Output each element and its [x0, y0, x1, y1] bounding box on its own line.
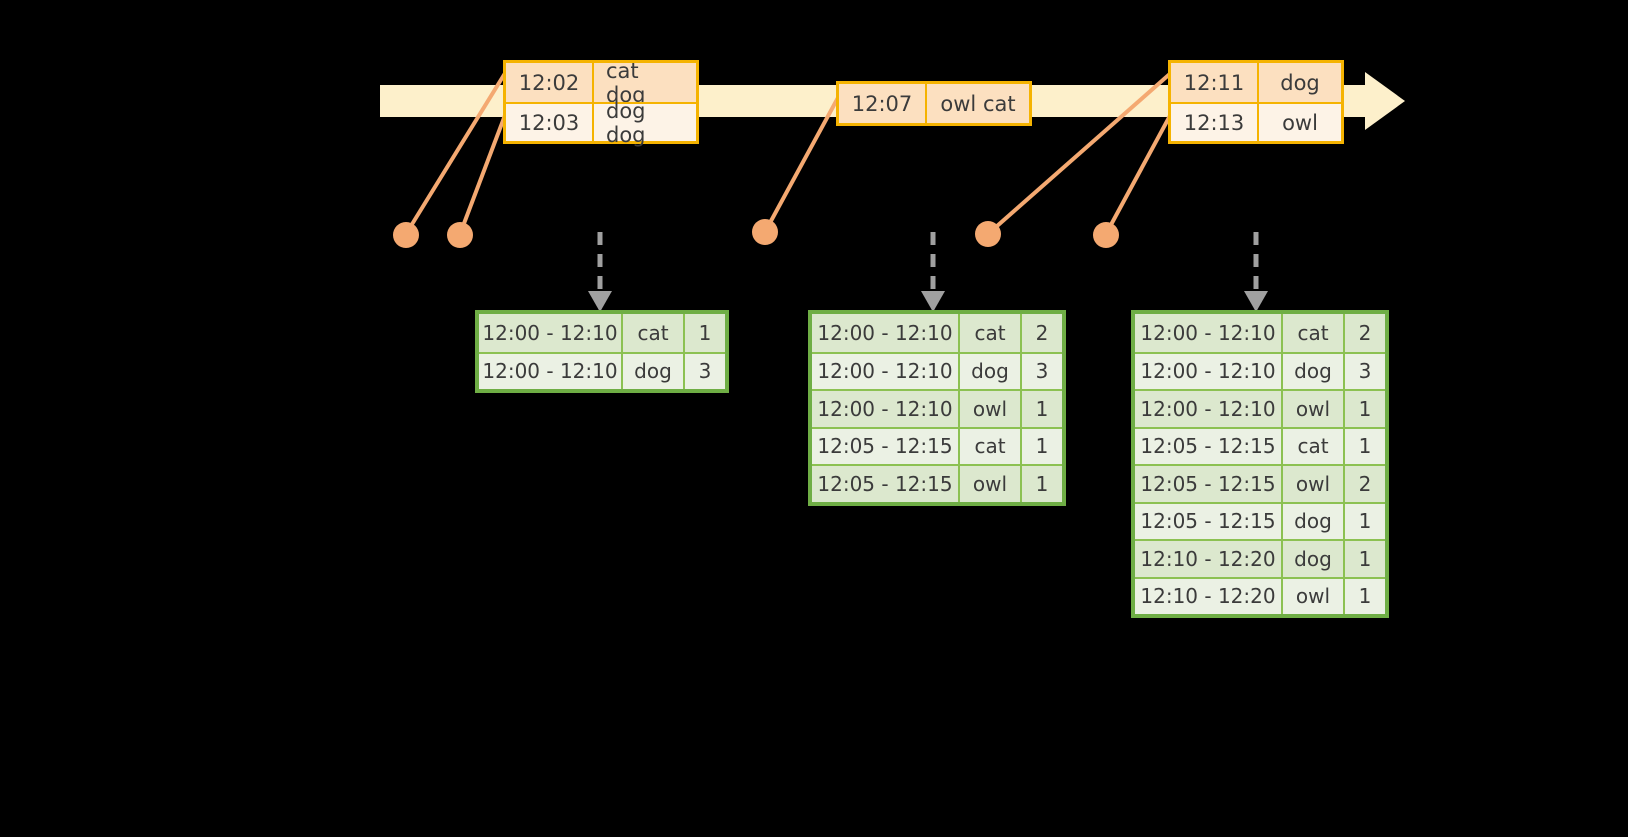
cell-key: dog: [1283, 541, 1345, 577]
cell-key: owl: [1283, 391, 1345, 427]
dashed-arrowhead-2: [921, 291, 945, 312]
result-table-3[interactable]: 12:00 - 12:10 cat 2 12:00 - 12:10 dog 3 …: [1131, 310, 1389, 618]
connector-dot-4: [975, 221, 1001, 247]
table-row[interactable]: 12:05 - 12:15 cat 1: [1135, 426, 1385, 464]
table-row[interactable]: 12:00 - 12:10 owl 1: [812, 389, 1062, 427]
cell-window: 12:10 - 12:20: [1135, 578, 1283, 614]
table-row[interactable]: 12:00 - 12:10 dog 3: [812, 351, 1062, 389]
cell-count: 3: [1358, 359, 1372, 384]
cell-count: 3: [1035, 359, 1049, 384]
timeline-arrowhead: [1365, 72, 1405, 130]
cell-count: 2: [1358, 320, 1372, 345]
cell-count: 1: [1358, 396, 1372, 421]
table-row[interactable]: 12:00 - 12:10 cat 2: [1135, 314, 1385, 352]
result-table-2[interactable]: 12:00 - 12:10 cat 2 12:00 - 12:10 dog 3 …: [808, 310, 1066, 506]
table-row[interactable]: 12:10 - 12:20 owl 1: [1135, 576, 1385, 614]
table-row[interactable]: 12:05 - 12:15 dog 1: [1135, 501, 1385, 539]
cell-key: dog: [1283, 353, 1345, 389]
dashed-arrows: [597, 232, 1259, 292]
connector-line-1: [404, 68, 509, 236]
cell-key: cat: [623, 314, 685, 352]
table-row[interactable]: 12:00 - 12:10 cat 2: [812, 314, 1062, 352]
table-row[interactable]: 12:00 - 12:10 dog 3: [479, 351, 725, 389]
connector-line-5: [1104, 111, 1174, 235]
event-box-2[interactable]: 12:07 owl cat: [836, 81, 1032, 126]
event-time: 12:07: [839, 84, 927, 123]
cell-key: cat: [1283, 314, 1345, 352]
cell-key: owl: [1283, 466, 1345, 502]
cell-window: 12:00 - 12:10: [812, 353, 960, 389]
cell-window: 12:00 - 12:10: [812, 314, 960, 352]
cell-count: 1: [698, 320, 712, 345]
event-time: 12:03: [506, 104, 594, 141]
cell-window: 12:05 - 12:15: [812, 466, 960, 502]
cell-window: 12:10 - 12:20: [1135, 541, 1283, 577]
table-row[interactable]: 12:05 - 12:15 owl 2: [1135, 464, 1385, 502]
cell-window: 12:05 - 12:15: [812, 428, 960, 464]
event-payload: owl cat: [940, 91, 1016, 116]
cell-count: 1: [1035, 471, 1049, 496]
event-row[interactable]: 12:03 dog dog: [506, 98, 696, 147]
event-payload: dog dog: [606, 98, 646, 147]
cell-count: 1: [1035, 434, 1049, 459]
event-row[interactable]: 12:07 owl cat: [839, 84, 1029, 123]
cell-count: 1: [1358, 584, 1372, 609]
cell-key: owl: [1283, 578, 1345, 614]
connector-dot-1: [393, 222, 419, 248]
connector-dots: [393, 219, 1119, 248]
connector-line-2: [458, 109, 509, 235]
cell-count: 2: [1358, 471, 1372, 496]
result-table-1[interactable]: 12:00 - 12:10 cat 1 12:00 - 12:10 dog 3: [475, 310, 729, 393]
cell-window: 12:05 - 12:15: [1135, 503, 1283, 539]
table-row[interactable]: 12:05 - 12:15 owl 1: [812, 464, 1062, 502]
cell-key: dog: [960, 353, 1022, 389]
cell-window: 12:00 - 12:10: [479, 314, 623, 352]
cell-window: 12:00 - 12:10: [1135, 391, 1283, 427]
cell-key: cat: [960, 428, 1022, 464]
event-row[interactable]: 12:13 owl: [1171, 102, 1341, 141]
cell-count: 1: [1358, 509, 1372, 534]
event-row[interactable]: 12:11 dog: [1171, 63, 1341, 102]
cell-window: 12:05 - 12:15: [1135, 466, 1283, 502]
cell-window: 12:05 - 12:15: [1135, 428, 1283, 464]
cell-key: owl: [960, 391, 1022, 427]
table-row[interactable]: 12:05 - 12:15 cat 1: [812, 426, 1062, 464]
dashed-arrowhead-3: [1244, 291, 1268, 312]
table-row[interactable]: 12:00 - 12:10 cat 1: [479, 314, 725, 352]
dashed-arrowhead-1: [588, 291, 612, 312]
table-row[interactable]: 12:00 - 12:10 dog 3: [1135, 351, 1385, 389]
connector-line-3: [763, 93, 842, 233]
cell-key: cat: [960, 314, 1022, 352]
cell-count: 3: [698, 359, 712, 384]
connector-dot-5: [1093, 222, 1119, 248]
cell-key: dog: [1283, 503, 1345, 539]
table-row[interactable]: 12:10 - 12:20 dog 1: [1135, 539, 1385, 577]
table-row[interactable]: 12:00 - 12:10 owl 1: [1135, 389, 1385, 427]
cell-count: 2: [1035, 320, 1049, 345]
event-row[interactable]: 12:02 cat dog: [506, 58, 696, 107]
event-time: 12:13: [1171, 104, 1259, 141]
event-payload: cat dog: [606, 58, 646, 107]
cell-count: 1: [1358, 434, 1372, 459]
dashed-arrowheads: [588, 291, 1268, 312]
event-box-3[interactable]: 12:11 dog 12:13 owl: [1168, 60, 1344, 144]
connector-dot-2: [447, 222, 473, 248]
connector-dot-3: [752, 219, 778, 245]
cell-window: 12:00 - 12:10: [1135, 353, 1283, 389]
cell-window: 12:00 - 12:10: [812, 391, 960, 427]
cell-key: owl: [960, 466, 1022, 502]
event-time: 12:11: [1171, 63, 1259, 102]
cell-key: cat: [1283, 428, 1345, 464]
event-payload: dog: [1280, 70, 1320, 95]
cell-count: 1: [1358, 546, 1372, 571]
cell-window: 12:00 - 12:10: [479, 353, 623, 389]
cell-key: dog: [623, 353, 685, 389]
cell-count: 1: [1035, 396, 1049, 421]
cell-window: 12:00 - 12:10: [1135, 314, 1283, 352]
event-box-1[interactable]: 12:02 cat dog 12:03 dog dog: [503, 58, 699, 147]
event-payload: owl: [1282, 110, 1318, 135]
event-time: 12:02: [506, 63, 594, 102]
